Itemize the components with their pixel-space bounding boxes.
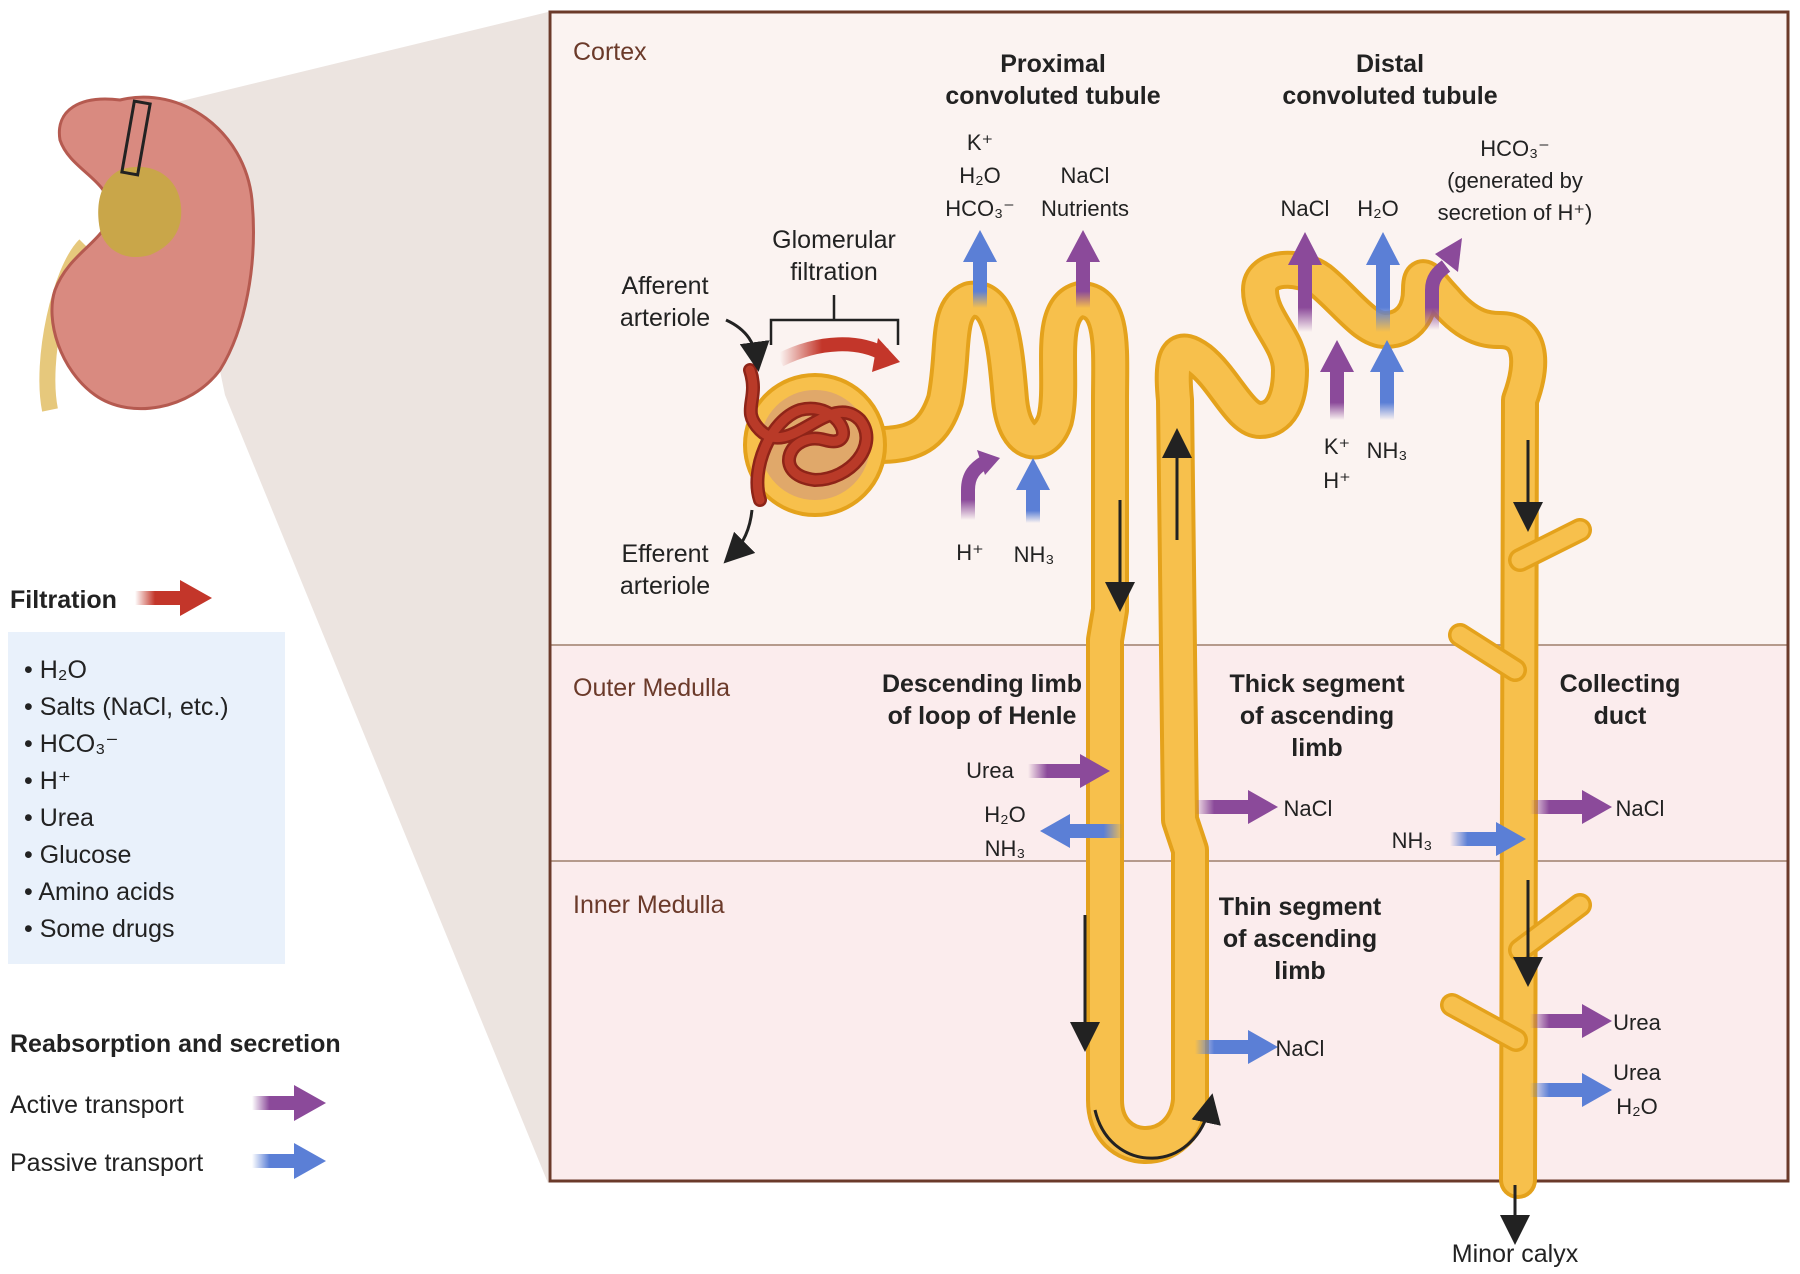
coll-nacl-label: NaCl [1616, 796, 1665, 821]
dct-h2o-up-arrow [1366, 232, 1400, 332]
dct-k-label: K⁺ [1324, 434, 1350, 459]
desc-urea-label: Urea [966, 758, 1014, 783]
coll-nacl-arrow [1530, 790, 1612, 824]
thin-title-1: Thin segment [1219, 893, 1382, 921]
pct-h-label: H⁺ [956, 540, 984, 565]
thick-nacl-arrow [1195, 790, 1278, 824]
legend: Filtration • H₂O • Salts (NaCl, etc.) • HC… [8, 580, 341, 1179]
desc-nh3-label: NH₃ [985, 836, 1026, 861]
glom-label-1: Glomerular [772, 226, 896, 254]
dct-hco3-arrow [1425, 238, 1462, 330]
legend-filtration-arrow [135, 580, 212, 616]
dct-h2o-label: H₂O [1357, 196, 1399, 221]
coll-urea-label: Urea [1613, 1010, 1661, 1035]
region-cortex: Cortex [573, 38, 647, 66]
legend-passive-label: Passive transport [10, 1149, 203, 1177]
filtration-arrowhead [872, 338, 900, 372]
desc-urea-arrow [1028, 754, 1110, 788]
pct-h2o-label: H₂O [959, 163, 1001, 188]
zoom-wedge [165, 12, 548, 1183]
pct-nacl-label: NaCl [1061, 163, 1110, 188]
glomerular-bracket [769, 295, 900, 345]
efferent-label-2: arteriole [620, 572, 710, 600]
thin-nacl-label: NaCl [1276, 1036, 1325, 1061]
legend-passive-arrow [252, 1143, 326, 1179]
pct-title-2: convoluted tubule [945, 82, 1160, 110]
kidney-icon [39, 95, 255, 412]
afferent-label-1: Afferent [621, 272, 708, 300]
coll-nh3-label: NH₃ [1392, 828, 1433, 853]
pct-nutrients-label: Nutrients [1041, 196, 1129, 221]
region-outer-medulla: Outer Medulla [573, 674, 730, 702]
filtrate-item: • H⁺ [24, 767, 71, 795]
filtrate-item: • Salts (NaCl, etc.) [24, 693, 229, 721]
efferent-label-1: Efferent [621, 540, 708, 568]
dct-hco3-label-3: secretion of H⁺) [1438, 200, 1593, 225]
thick-title-3: limb [1291, 734, 1342, 762]
filtrate-item: • Some drugs [24, 915, 175, 943]
thick-nacl-label: NaCl [1284, 796, 1333, 821]
desc-title-2: of loop of Henle [888, 702, 1077, 730]
dct-nacl-up-arrow [1288, 232, 1322, 332]
coll-title-1: Collecting [1560, 670, 1681, 698]
thin-title-3: limb [1274, 957, 1325, 985]
pct-k-label: K⁺ [967, 130, 993, 155]
pct-h-secretion-arrow [961, 450, 1000, 520]
coll-urea-h2o-passive-arrow [1530, 1073, 1612, 1107]
thick-title-2: of ascending [1240, 702, 1394, 730]
dct-title-2: convoluted tubule [1282, 82, 1497, 110]
filtrate-item: • Amino acids [24, 878, 175, 906]
dct-nh3-label: NH₃ [1367, 438, 1408, 463]
coll-h2o-label: H₂O [1616, 1094, 1658, 1119]
coll-title-2: duct [1594, 702, 1647, 730]
filtrate-item: • HCO₃⁻ [24, 730, 119, 758]
glom-label-2: filtration [790, 258, 878, 286]
afferent-label-2: arteriole [620, 304, 710, 332]
thin-nacl-arrow [1195, 1030, 1278, 1064]
filtrate-list: • H₂O • Salts (NaCl, etc.) • HCO₃⁻ • H⁺ • Ur… [24, 656, 229, 943]
glomerulus [743, 363, 887, 517]
pct-passive-up-arrow [963, 230, 997, 308]
filtrate-item: • Glucose [24, 841, 131, 869]
pct-nh3-secretion-arrow [1016, 458, 1050, 523]
pct-active-up-arrow [1066, 230, 1100, 308]
panel-border [548, 10, 1790, 1183]
dct-k-secretion-arrow [1320, 340, 1354, 420]
pct-nh3-label: NH₃ [1014, 542, 1055, 567]
legend-active-arrow [252, 1085, 326, 1121]
coll-urea-active-arrow [1530, 1004, 1612, 1038]
minor-calyx-label: Minor calyx [1452, 1240, 1579, 1268]
coll-urea2-label: Urea [1613, 1060, 1661, 1085]
dct-hco3-label-1: HCO₃⁻ [1480, 136, 1549, 161]
desc-h2o-label: H₂O [984, 802, 1026, 827]
nephron-tubule [861, 250, 1592, 1199]
dct-hco3-label-2: (generated by [1447, 168, 1583, 193]
thin-title-2: of ascending [1223, 925, 1377, 953]
pct-title-1: Proximal [1000, 50, 1106, 78]
flow-arrows [723, 318, 1543, 1245]
dct-title-1: Distal [1356, 50, 1424, 78]
legend-active-label: Active transport [10, 1091, 184, 1119]
desc-title-1: Descending limb [882, 670, 1082, 698]
dct-h-label: H⁺ [1323, 468, 1351, 493]
desc-h2o-nh3-arrow [1040, 814, 1123, 848]
legend-filtration-title: Filtration [10, 586, 117, 614]
filtrate-item: • H₂O [24, 656, 87, 684]
filtrate-box [8, 632, 285, 964]
dct-nacl-label: NaCl [1281, 196, 1330, 221]
region-inner-medulla: Inner Medulla [573, 891, 725, 919]
thick-title-1: Thick segment [1229, 670, 1405, 698]
dct-nh3-secretion-arrow [1370, 340, 1404, 420]
pct-hco3-label: HCO₃⁻ [945, 196, 1014, 221]
filtrate-item: • Urea [24, 804, 94, 832]
coll-nh3-arrow [1450, 822, 1526, 856]
legend-reabsorption-title: Reabsorption and secretion [10, 1030, 341, 1058]
